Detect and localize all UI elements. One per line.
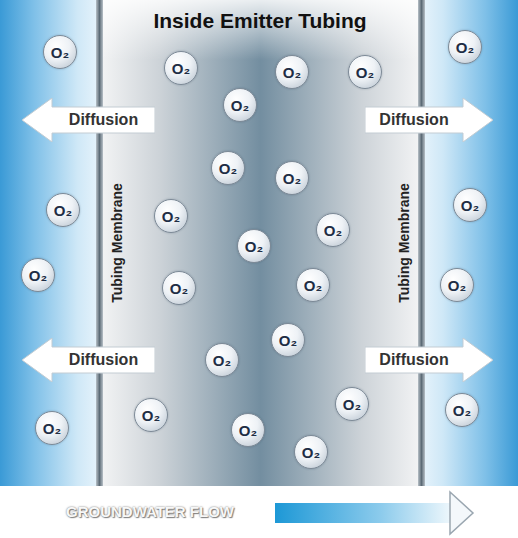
molecule-label: O₂ bbox=[162, 209, 180, 224]
molecule-label: O₂ bbox=[283, 65, 301, 80]
oxygen-molecule: O₂ bbox=[35, 411, 69, 445]
oxygen-molecule: O₂ bbox=[237, 229, 271, 263]
arrow-label: Diffusion bbox=[379, 111, 448, 129]
molecule-label: O₂ bbox=[448, 278, 466, 293]
diffusion-arrow: Diffusion bbox=[365, 98, 493, 142]
arrow-outline bbox=[365, 98, 493, 142]
molecule-label: O₂ bbox=[54, 203, 72, 218]
oxygen-molecule: O₂ bbox=[453, 188, 487, 222]
arrow-outline bbox=[365, 338, 493, 382]
oxygen-molecule: O₂ bbox=[164, 51, 198, 85]
molecule-label: O₂ bbox=[172, 61, 190, 76]
oxygen-molecule: O₂ bbox=[275, 161, 309, 195]
molecule-label: O₂ bbox=[279, 333, 297, 348]
diffusion-arrow: Diffusion bbox=[22, 98, 155, 142]
oxygen-molecule: O₂ bbox=[205, 343, 239, 377]
oxygen-molecule: O₂ bbox=[21, 258, 55, 292]
molecule-label: O₂ bbox=[343, 397, 361, 412]
oxygen-molecule: O₂ bbox=[296, 268, 330, 302]
oxygen-molecule: O₂ bbox=[231, 413, 265, 447]
arrow-label: Diffusion bbox=[69, 351, 138, 369]
molecule-label: O₂ bbox=[170, 281, 188, 296]
molecule-label: O₂ bbox=[302, 445, 320, 460]
molecule-label: O₂ bbox=[142, 408, 160, 423]
oxygen-molecule: O₂ bbox=[43, 35, 77, 69]
arrow-label: Diffusion bbox=[69, 111, 138, 129]
diffusion-arrow: Diffusion bbox=[22, 338, 155, 382]
molecule-label: O₂ bbox=[453, 403, 471, 418]
molecule-label: O₂ bbox=[231, 98, 249, 113]
oxygen-molecule: O₂ bbox=[275, 55, 309, 89]
arrow-outline bbox=[22, 338, 155, 382]
molecule-label: O₂ bbox=[304, 278, 322, 293]
oxygen-molecule: O₂ bbox=[335, 387, 369, 421]
molecule-label: O₂ bbox=[283, 171, 301, 186]
oxygen-molecule: O₂ bbox=[46, 193, 80, 227]
molecule-label: O₂ bbox=[213, 353, 231, 368]
flow-label: GROUNDWATER FLOW bbox=[30, 503, 270, 520]
oxygen-molecule: O₂ bbox=[271, 323, 305, 357]
diagram-title: Inside Emitter Tubing bbox=[100, 9, 420, 33]
oxygen-molecule: O₂ bbox=[448, 30, 482, 64]
molecule-label: O₂ bbox=[43, 421, 61, 436]
membrane-label: Tubing Membrane bbox=[395, 143, 413, 343]
oxygen-molecule: O₂ bbox=[154, 199, 188, 233]
molecule-label: O₂ bbox=[219, 161, 237, 176]
molecule-label: O₂ bbox=[461, 198, 479, 213]
molecule-label: O₂ bbox=[239, 423, 257, 438]
arrow-outline bbox=[22, 98, 155, 142]
oxygen-molecule: O₂ bbox=[294, 435, 328, 469]
molecule-label: O₂ bbox=[51, 45, 69, 60]
oxygen-molecule: O₂ bbox=[134, 398, 168, 432]
membrane-label: Tubing Membrane bbox=[108, 143, 126, 343]
arrow-label: Diffusion bbox=[379, 351, 448, 369]
molecule-label: O₂ bbox=[456, 40, 474, 55]
oxygen-molecule: O₂ bbox=[316, 213, 350, 247]
oxygen-molecule: O₂ bbox=[162, 271, 196, 305]
molecule-label: O₂ bbox=[29, 268, 47, 283]
oxygen-molecule: O₂ bbox=[440, 268, 474, 302]
molecule-label: O₂ bbox=[356, 65, 374, 80]
oxygen-molecule: O₂ bbox=[211, 151, 245, 185]
oxygen-molecule: O₂ bbox=[445, 393, 479, 427]
diffusion-arrow: Diffusion bbox=[365, 338, 493, 382]
molecule-label: O₂ bbox=[245, 239, 263, 254]
oxygen-molecule: O₂ bbox=[223, 88, 257, 122]
oxygen-molecule: O₂ bbox=[348, 55, 382, 89]
molecule-label: O₂ bbox=[324, 223, 342, 238]
